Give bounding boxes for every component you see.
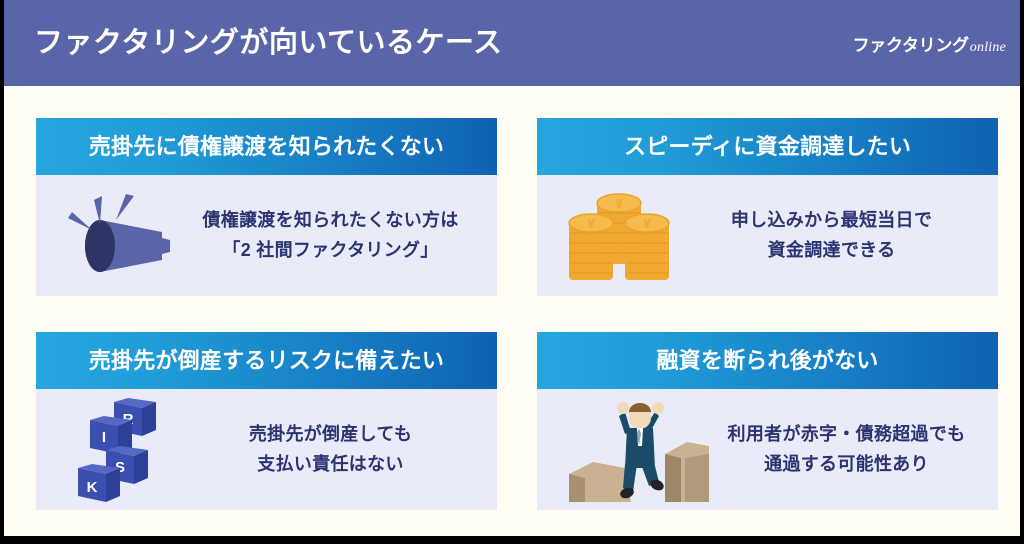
risk-blocks-icon: R I bbox=[58, 397, 178, 502]
card-header: 融資を断られ後がない bbox=[537, 332, 998, 389]
card-loan-rejected: 融資を断られ後がない bbox=[537, 332, 998, 510]
card-header-label: スピーディに資金調達したい bbox=[623, 133, 912, 159]
card-description-line-1: 利用者が赤字・債務超過でも bbox=[727, 423, 966, 444]
card-header-label: 売掛先が倒産するリスクに備えたい bbox=[88, 347, 445, 373]
svg-text:¥: ¥ bbox=[643, 216, 651, 231]
card-description-line-2: 資金調達できる bbox=[767, 239, 896, 260]
megaphone-icon bbox=[58, 183, 178, 288]
card-body: 債権譲渡を知られたくない方は 「2 社間ファクタリング」 bbox=[36, 175, 497, 296]
card-description-line-1: 債権譲渡を知られたくない方は bbox=[202, 209, 459, 230]
card-body: ¥ ¥ ¥ 申し込みから最短当日で 資金調達できる bbox=[537, 175, 998, 296]
card-header-label: 売掛先に債権譲渡を知られたくない bbox=[88, 133, 445, 159]
page-title: ファクタリングが向いているケース bbox=[34, 26, 503, 59]
svg-text:¥: ¥ bbox=[615, 196, 623, 211]
card-body: 利用者が赤字・債務超過でも 通過する可能性あり bbox=[537, 389, 998, 510]
brand-logo: ファクタリング online bbox=[853, 31, 1006, 56]
card-description: 申し込みから最短当日で 資金調達できる bbox=[679, 206, 984, 265]
svg-text:¥: ¥ bbox=[587, 216, 595, 231]
card-description: 債権譲渡を知られたくない方は 「2 社間ファクタリング」 bbox=[178, 206, 483, 265]
svg-text:S: S bbox=[115, 459, 125, 476]
brand-logo-sub: online bbox=[969, 39, 1006, 55]
card-speedy-funding: スピーディに資金調達したい bbox=[537, 118, 998, 296]
slide-header: ファクタリングが向いているケース ファクタリング online bbox=[4, 0, 1020, 86]
card-header-label: 融資を断られ後がない bbox=[656, 347, 879, 373]
card-description-line-2: 支払い責任はない bbox=[257, 453, 404, 474]
card-description-line-1: 売掛先が倒産しても bbox=[248, 423, 413, 444]
card-header: 売掛先に債権譲渡を知られたくない bbox=[36, 118, 497, 175]
card-description: 利用者が赤字・債務超過でも 通過する可能性あり bbox=[709, 420, 984, 479]
cards-grid: 売掛先に債権譲渡を知られたくない 債権譲渡を知られたくない方は bbox=[36, 118, 998, 510]
card-body: R I bbox=[36, 389, 497, 510]
card-description-line-1: 申し込みから最短当日で bbox=[730, 209, 933, 230]
card-bankruptcy-risk: 売掛先が倒産するリスクに備えたい R bbox=[36, 332, 497, 510]
svg-text:I: I bbox=[102, 429, 106, 446]
card-description: 売掛先が倒産しても 支払い責任はない bbox=[178, 420, 483, 479]
card-description-line-2: 「2 社間ファクタリング」 bbox=[222, 239, 439, 260]
card-description-line-2: 通過する可能性あり bbox=[764, 453, 929, 474]
brand-logo-main: ファクタリング bbox=[852, 35, 970, 55]
svg-text:K: K bbox=[87, 479, 98, 496]
card-header: スピーディに資金調達したい bbox=[537, 118, 998, 175]
card-receivable-assignment-secrecy: 売掛先に債権譲渡を知られたくない 債権譲渡を知られたくない方は bbox=[36, 118, 497, 296]
card-header: 売掛先が倒産するリスクに備えたい bbox=[36, 332, 497, 389]
businessman-jumping-gap-icon bbox=[559, 397, 709, 502]
coin-stacks-icon: ¥ ¥ ¥ bbox=[559, 183, 679, 288]
